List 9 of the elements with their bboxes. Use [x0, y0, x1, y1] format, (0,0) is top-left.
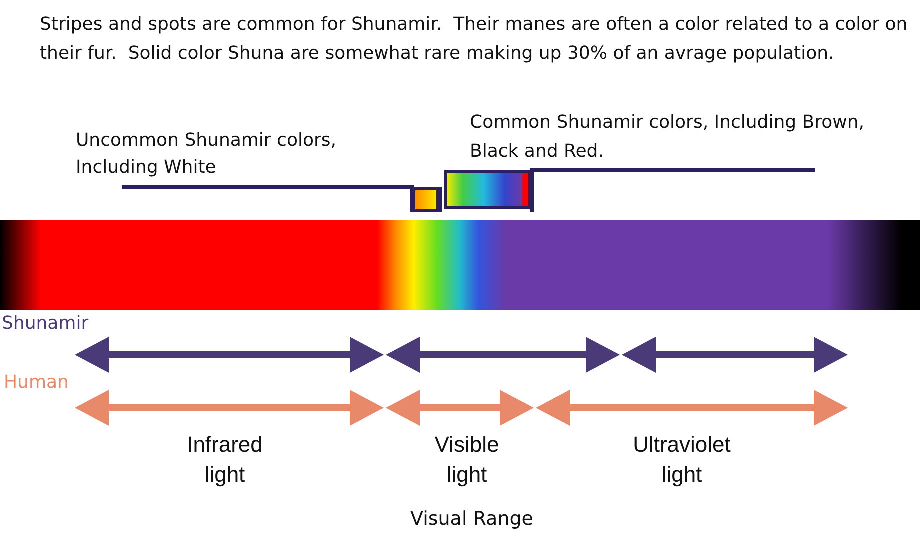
bracket-label: Common Shunamir colors, Including Brown, Black and Red. — [470, 111, 866, 164]
caption: Visual Range — [410, 508, 534, 530]
bracket-label: Uncommon Shunamir colors, Including White — [76, 129, 338, 180]
band-label: Ultraviolet light — [632, 431, 732, 489]
range-label: Human — [4, 372, 69, 393]
band-label: Infrared light — [186, 431, 264, 489]
description-text: Stripes and spots are common for Shunamir. Their manes are often a color related to a color on their fur. Solid color Shuna are somewhat rare making up 30% of an avrage population. — [40, 13, 909, 66]
band-label: Visible light — [434, 431, 500, 489]
range-label: Shunamir — [2, 313, 89, 334]
